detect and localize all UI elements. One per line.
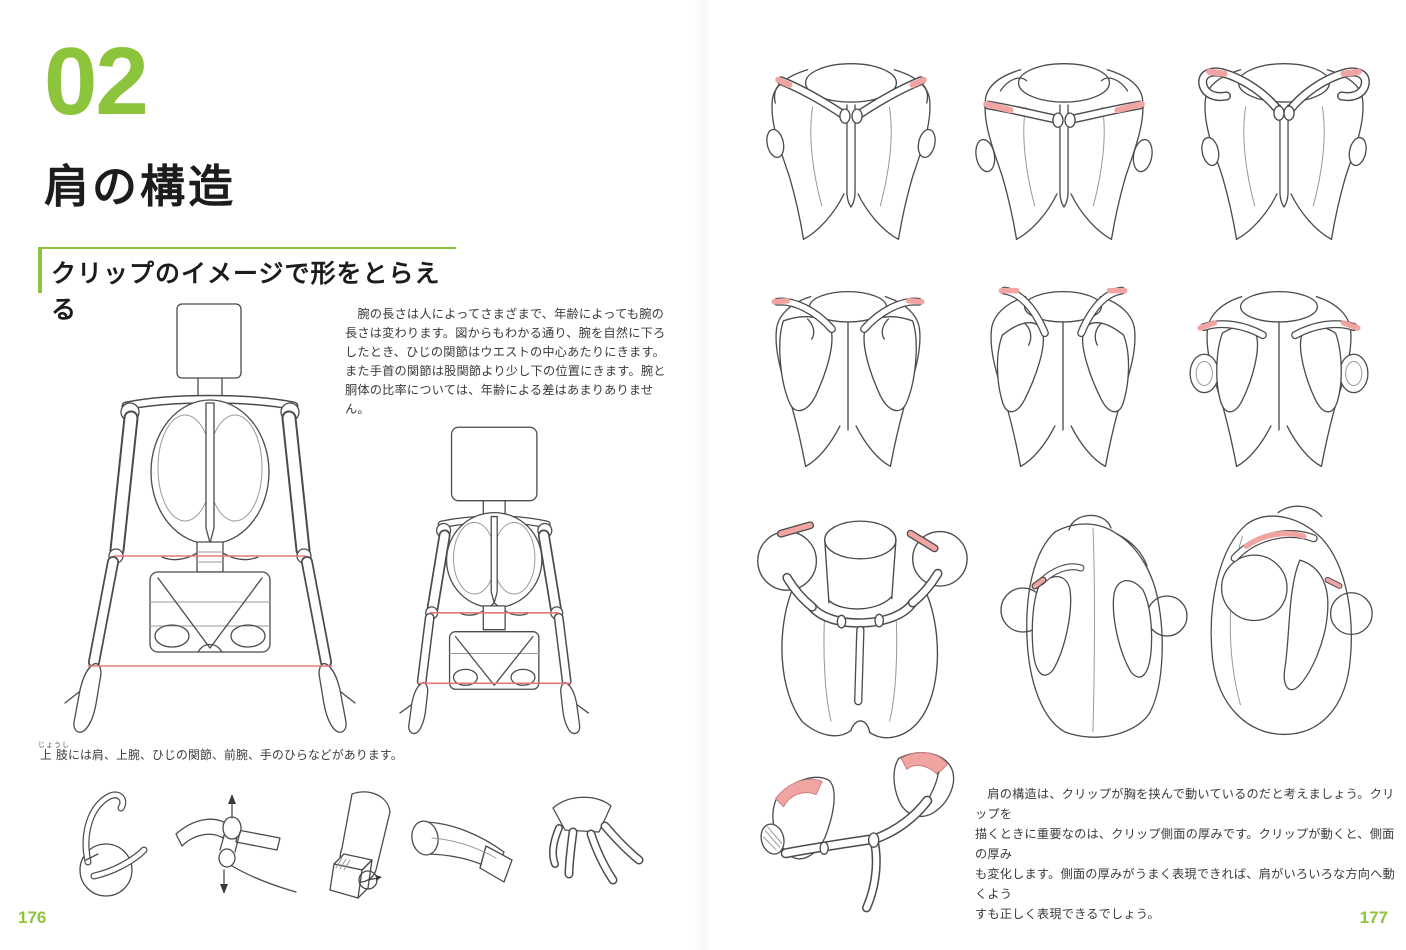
page-title: 肩の構造	[44, 161, 237, 212]
ribcage-back-shoulder-balls-sketch	[1189, 290, 1369, 468]
figure-clip-on-shoulder-ball	[58, 788, 163, 911]
heading-accent-bar	[38, 249, 42, 293]
figure-shoulder-clip-structure	[745, 742, 973, 929]
clip-on-ball-sketch	[79, 791, 148, 897]
figure-clavicle-pivot-arrows	[168, 788, 298, 911]
ribcage-back-neutral-sketch	[771, 290, 925, 468]
figure-ribcage-front-arms-out	[958, 42, 1170, 265]
figure-adult-skeleton-front	[60, 300, 390, 765]
figure-ribcage-back-arms-raised	[962, 270, 1164, 493]
torso-side-view-sketch	[1210, 505, 1373, 736]
figure-child-skeleton-front	[392, 420, 650, 765]
pivot-arrows-sketch	[175, 794, 297, 894]
caption-ruby: 上肢じょうし	[38, 742, 70, 762]
figure-torso-top-front	[748, 496, 980, 747]
figure-forearm-wedge	[408, 790, 518, 910]
caption-ruby-base: 上肢	[38, 748, 70, 762]
figure-ribcage-back-neutral	[747, 270, 949, 493]
figure-ribcage-front-neutral	[745, 42, 957, 265]
caption-text: には肩、上腕、ひじの関節、前腕、手のひらなどがあります。	[68, 748, 403, 762]
intro-paragraph: 腕の長さは人によってさまざまで、年齢によっても腕の 長さは変わります。図からもわ…	[345, 307, 666, 416]
figure-upper-arm-block	[318, 786, 406, 913]
section-heading: クリップのイメージで形をとらえる	[38, 247, 456, 326]
page-number-left: 176	[18, 908, 47, 927]
hand-blocking-sketch	[548, 796, 644, 885]
figure-torso-side-view	[1183, 495, 1391, 756]
closing-paragraph: 肩の構造は、クリップが胸を挟んで動いているのだと考えましょう。クリップを 描くと…	[975, 787, 1395, 921]
forearm-wedge-sketch	[411, 820, 513, 883]
figure-caption: 上肢じょうしには肩、上腕、ひじの関節、前腕、手のひらなどがあります。	[38, 742, 448, 763]
caption-ruby-text: じょうし	[38, 742, 70, 749]
child-skeleton-front-sketch	[399, 426, 590, 735]
ribcage-front-arms-raised-sketch	[1198, 63, 1370, 240]
torso-back-hunched-sketch	[1000, 514, 1188, 738]
shoulder-clip-structure-sketch	[760, 752, 955, 913]
upper-arm-block-sketch	[329, 791, 391, 899]
ribcage-back-arms-raised-sketch	[990, 286, 1136, 468]
figure-hand-blocking	[525, 786, 655, 911]
figure-ribcage-back-shoulder-balls	[1178, 270, 1380, 493]
torso-top-front-sketch	[757, 520, 968, 739]
figure-ribcage-front-arms-raised	[1178, 42, 1390, 265]
page-gutter	[694, 0, 712, 950]
ribcage-front-arms-out-sketch	[975, 63, 1153, 240]
chapter-number: 02	[44, 28, 149, 135]
adult-skeleton-front-sketch	[64, 303, 356, 733]
section-heading-label: クリップのイメージで形をとらえる	[51, 260, 441, 324]
page-number-right: 177	[1359, 908, 1388, 927]
figure-torso-back-hunched	[993, 498, 1193, 753]
ribcage-front-neutral-sketch	[766, 63, 936, 240]
